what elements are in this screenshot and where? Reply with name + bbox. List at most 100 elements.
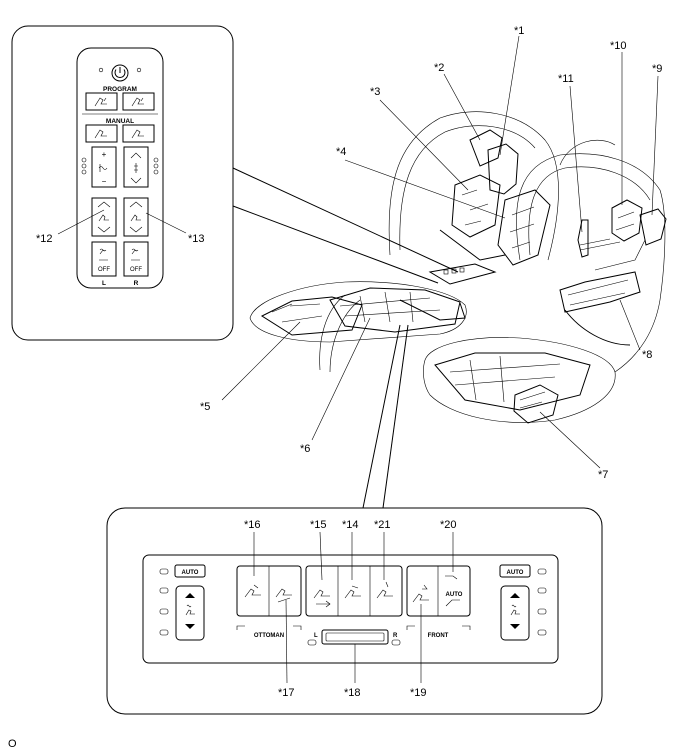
chevron-up-icon: [97, 201, 111, 208]
power-icon: [111, 64, 129, 82]
callout-15: *15: [310, 519, 327, 531]
seat-heater-left-switch[interactable]: [175, 585, 205, 641]
triangle-up-icon: [185, 593, 195, 598]
seat-slide-icon[interactable]: [313, 589, 331, 608]
part-4: [497, 189, 551, 266]
seat-recline-icon[interactable]: [344, 585, 361, 599]
seat-callouts: *1 *2 *3 *4 *5 *6 *7 *8 *9 *10 *11: [200, 25, 662, 481]
panel-right-label: R: [393, 633, 398, 639]
seat-icon: [510, 604, 520, 616]
part-11: [577, 219, 589, 258]
part-7: [513, 384, 559, 424]
auto-front-label: AUTO: [446, 592, 463, 598]
manual-button-1[interactable]: [85, 124, 118, 143]
seat-icon: [130, 214, 141, 222]
callout-21: *21: [374, 519, 391, 531]
callout-9: *9: [652, 63, 662, 75]
callout-7: *7: [598, 469, 608, 481]
auto-left-label: AUTO: [182, 570, 199, 576]
ottoman-extend-icon[interactable]: [244, 584, 261, 598]
auto-seat-icon[interactable]: [445, 599, 460, 607]
callout-17: *17: [278, 687, 295, 699]
seat-heater-right-button[interactable]: [123, 197, 149, 237]
minus-label: −: [102, 177, 107, 186]
headrest-icon[interactable]: [376, 581, 393, 599]
vent-icon: [134, 163, 138, 173]
callout-10: *10: [610, 40, 627, 52]
part-3: [451, 174, 501, 238]
heater-icon: [99, 248, 108, 261]
callout-6: *6: [300, 443, 310, 455]
diagram-code: O: [8, 738, 17, 750]
callout-16: *16: [244, 519, 261, 531]
callout-3: *3: [370, 86, 380, 98]
plus-label: +: [102, 150, 107, 159]
callout-2: *2: [434, 62, 444, 74]
auto-right-button[interactable]: [499, 564, 531, 578]
manual-label: MANUAL: [106, 118, 134, 125]
callout-13: *13: [188, 233, 205, 245]
callout-12: *12: [36, 233, 53, 245]
ottoman-retract-icon[interactable]: [275, 588, 292, 603]
triangle-down-icon: [185, 624, 195, 629]
seat-heater-off-left-button[interactable]: [91, 241, 117, 277]
triangle-up-icon: [510, 593, 520, 598]
seat-icon: [94, 97, 107, 107]
off-right-label: OFF: [130, 267, 142, 273]
part-1: [487, 143, 519, 195]
seat-heater-off-right-button[interactable]: [123, 241, 149, 277]
heater-icon: [98, 164, 108, 172]
callout-14: *14: [342, 519, 359, 531]
chevron-down-icon: [129, 226, 143, 233]
auto-left-button[interactable]: [174, 564, 206, 578]
part-10: [611, 199, 643, 242]
remote-left-label: L: [102, 280, 106, 287]
heater-icon: [131, 248, 140, 261]
front-seat-icon[interactable]: [412, 584, 429, 603]
seat-cushion-frame: [434, 352, 591, 411]
callout-8: *8: [642, 349, 652, 361]
chevron-up-icon: [130, 152, 142, 159]
callout-20: *20: [440, 519, 457, 531]
chevron-up-icon: [129, 201, 143, 208]
chevron-down-icon: [97, 226, 111, 233]
seat-icon: [94, 129, 107, 139]
triangle-down-icon: [510, 624, 520, 629]
callout-1: *1: [514, 25, 524, 37]
console-inset: AUTO OTTOMAN L R AUTO: [106, 324, 603, 715]
callout-19: *19: [410, 687, 427, 699]
seat-switch-group: [305, 565, 403, 617]
program-button-2[interactable]: [122, 92, 155, 111]
seat-icon: [131, 129, 144, 139]
panel-left-label: L: [314, 633, 318, 639]
callout-5: *5: [200, 401, 210, 413]
remote-inset: PROGRAM MANUAL + −: [11, 25, 459, 341]
off-left-label: OFF: [98, 267, 110, 273]
program-button-1[interactable]: [85, 92, 118, 111]
display-window: [321, 629, 389, 645]
seat-assembly: [249, 111, 667, 424]
seat-heater-right-switch[interactable]: [500, 585, 530, 641]
ottoman-label: OTTOMAN: [254, 633, 284, 639]
seat-icon: [131, 97, 144, 107]
seat-icon: [98, 214, 109, 222]
callout-18: *18: [344, 687, 361, 699]
chevron-down-icon: [130, 177, 142, 184]
part-8: [559, 271, 641, 313]
callout-11: *11: [558, 73, 574, 85]
manual-button-2[interactable]: [122, 124, 155, 143]
callout-4: *4: [336, 146, 346, 158]
armrest-controller: [428, 263, 497, 285]
temperature-button[interactable]: [91, 146, 117, 188]
front-switch-group: [406, 565, 471, 617]
part-2: [469, 129, 503, 167]
front-label: FRONT: [428, 633, 449, 639]
part-6: [329, 287, 461, 333]
part-9: [639, 208, 667, 246]
seat-icon: [185, 604, 195, 616]
seat-heater-left-button[interactable]: [91, 197, 117, 237]
program-label: PROGRAM: [103, 86, 137, 93]
auto-right-label: AUTO: [507, 570, 524, 576]
